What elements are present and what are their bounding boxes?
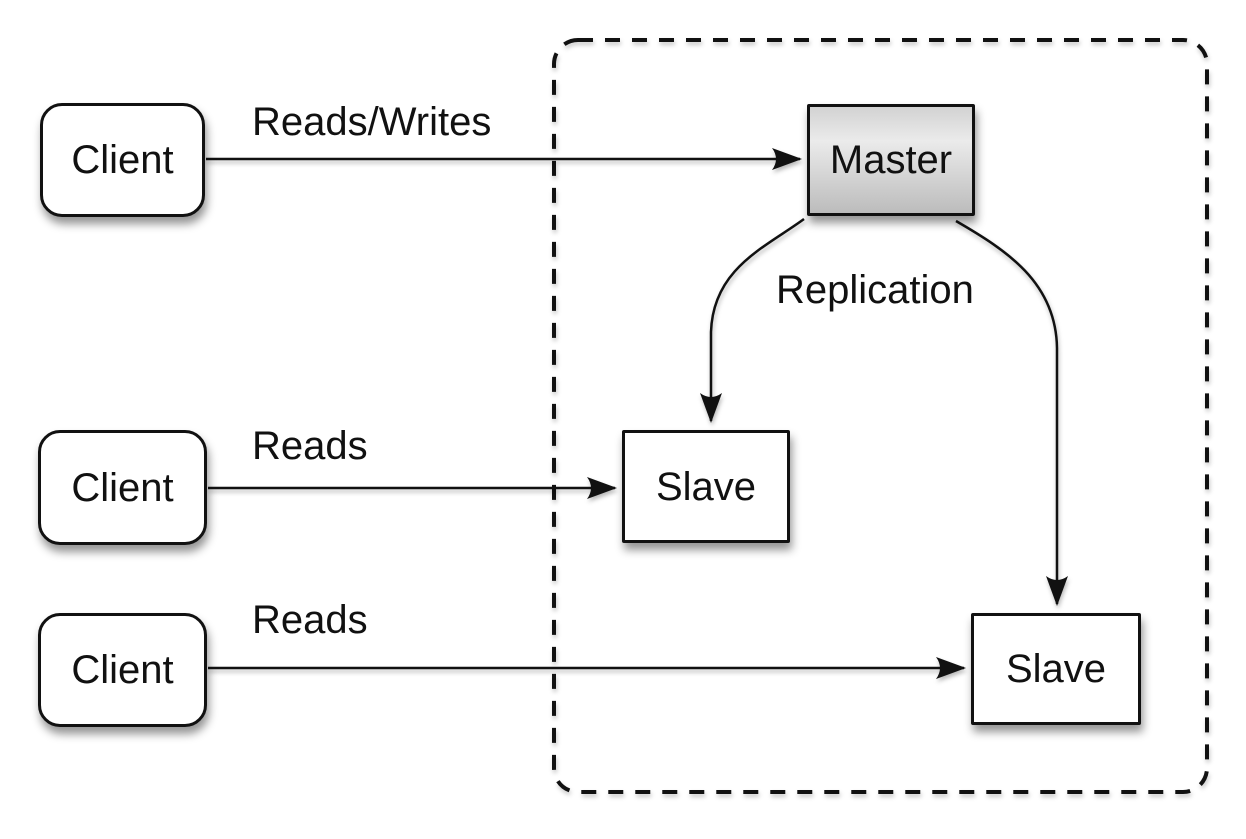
slave1-node: Slave bbox=[622, 430, 790, 543]
replication-edge-label: Replication bbox=[776, 268, 974, 312]
master-node: Master bbox=[807, 104, 975, 216]
master-label: Master bbox=[829, 138, 953, 182]
client1-label: Client bbox=[71, 138, 174, 182]
slave2-node: Slave bbox=[971, 613, 1141, 725]
edge-master-to-slave1-replication-arrow bbox=[700, 217, 805, 423]
client2-node: Client bbox=[38, 430, 207, 545]
slave1-label: Slave bbox=[655, 464, 757, 509]
slave2-label: Slave bbox=[1005, 647, 1107, 691]
reads-edge-label-1: Reads bbox=[252, 424, 368, 468]
reads-writes-edge-label: Reads/Writes bbox=[252, 100, 492, 144]
edge-master-to-slave2-replication-arrow bbox=[955, 219, 1068, 606]
client2-label: Client bbox=[71, 465, 174, 510]
client3-label: Client bbox=[71, 648, 174, 692]
replication-cluster-boundary bbox=[552, 38, 1209, 794]
client3-node: Client bbox=[38, 613, 207, 727]
reads-edge-label-2: Reads bbox=[252, 598, 368, 642]
client1-node: Client bbox=[40, 103, 205, 217]
